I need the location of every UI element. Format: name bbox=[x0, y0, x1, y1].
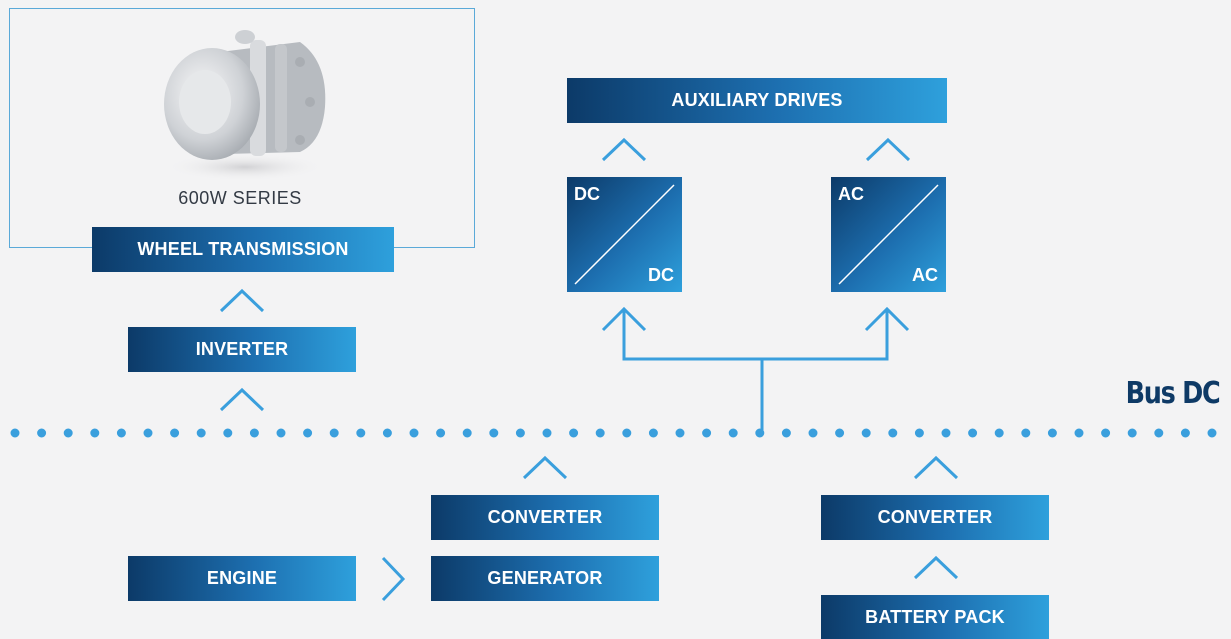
bus-dc-label: Bus DC bbox=[1125, 376, 1220, 411]
dc-dc-top-label: DC bbox=[574, 184, 600, 204]
auxiliary-drives-block: AUXILIARY DRIVES bbox=[567, 78, 947, 123]
battery-pack-block: BATTERY PACK bbox=[821, 595, 1049, 639]
generator-block: GENERATOR bbox=[431, 556, 659, 601]
ac-ac-bottom-label: AC bbox=[912, 265, 938, 285]
engine-block: ENGINE bbox=[128, 556, 356, 601]
wheel-drive-motor-image bbox=[164, 30, 326, 181]
ac-ac-converter: AC AC bbox=[831, 177, 946, 292]
series-label: 600W SERIES bbox=[178, 188, 302, 208]
chevron-up-icon bbox=[522, 455, 568, 480]
converter-generator-block: CONVERTER bbox=[431, 495, 659, 540]
chevron-up-icon bbox=[913, 455, 959, 480]
wheel-transmission-block: WHEEL TRANSMISSION bbox=[92, 227, 394, 272]
chevron-up-icon bbox=[601, 137, 647, 162]
dc-dc-converter: DC DC bbox=[567, 177, 682, 292]
chevron-up-icon bbox=[865, 137, 911, 162]
inverter-block: INVERTER bbox=[128, 327, 356, 372]
ac-ac-top-label: AC bbox=[838, 184, 864, 204]
chevron-right-icon bbox=[381, 556, 406, 602]
chevron-up-icon bbox=[219, 387, 265, 412]
chevron-up-icon bbox=[913, 555, 959, 580]
dc-dc-bottom-label: DC bbox=[648, 265, 674, 285]
converter-battery-block: CONVERTER bbox=[821, 495, 1049, 540]
chevron-up-icon bbox=[219, 288, 265, 313]
